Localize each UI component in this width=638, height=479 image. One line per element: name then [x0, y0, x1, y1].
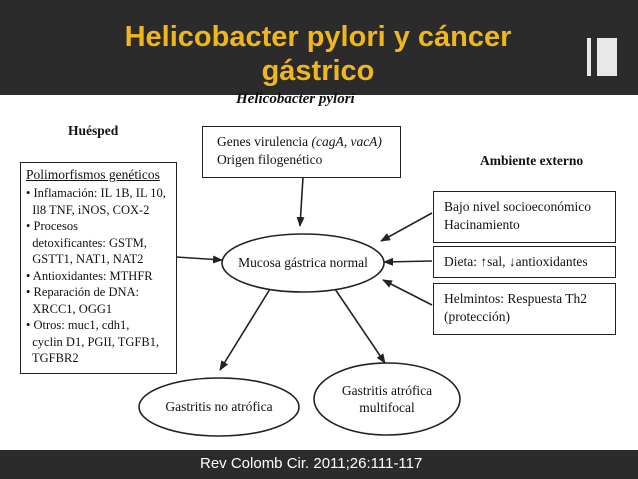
arrow-mucosa-to-atrophic — [334, 288, 386, 364]
socioeconomic-line2: Hacinamiento — [444, 217, 520, 232]
host-factor-line: • Reparación de DNA: — [26, 285, 140, 299]
host-factor-line: • Antioxidantes: MTHFR — [26, 268, 153, 283]
virulence-line2: Origen filogenético — [217, 152, 323, 167]
outcome-right-line1: Gastritis atrófica — [341, 383, 433, 398]
decorative-bar-thick — [597, 38, 617, 76]
arrow-socio-to-mucosa — [380, 212, 433, 242]
outcome-left-shape — [138, 377, 300, 437]
outcome-right-shape — [313, 362, 461, 436]
environment-label: Ambiente externo — [480, 153, 584, 168]
center-node-shape — [221, 233, 385, 293]
helminth-box: Helmintos: Respuesta Th2 (protección) — [433, 283, 616, 335]
host-factor-line: • Procesos — [26, 219, 78, 233]
socioeconomic-box: Bajo nivel socioeconómico Hacinamiento — [433, 191, 616, 243]
arrow-helminth-to-mucosa — [382, 279, 433, 306]
citation: Rev Colomb Cir. 2011;26:111-117 — [200, 455, 423, 472]
host-factor-line: • Otros: muc1, cdh1, — [26, 318, 130, 332]
slide-title: Helicobacter pylori y cáncer gástrico — [124, 21, 512, 87]
center-node-label: Mucosa gástrica normal — [238, 255, 368, 270]
host-factor-line: detoxificantes: GSTM, — [26, 235, 147, 250]
outcome-left-label: Gastritis no atrófica — [165, 399, 273, 414]
decorative-bar-thin — [587, 38, 591, 76]
virulence-box: Genes virulencia (cagA, vacA) Origen fil… — [202, 126, 401, 178]
host-factor-line: Il8 TNF, iNOS, COX-2 — [26, 202, 150, 217]
host-factors-heading: Polimorfismos genéticos — [26, 167, 160, 182]
diet-text: Dieta: ↑sal, ↓antioxidantes — [444, 254, 588, 269]
diet-box: Dieta: ↑sal, ↓antioxidantes — [433, 246, 616, 278]
host-factor-line: GSTT1, NAT1, NAT2 — [26, 252, 144, 266]
arrow-host-to-mucosa — [175, 255, 223, 264]
arrow-virulence-to-mucosa — [296, 176, 305, 227]
socioeconomic-line1: Bajo nivel socioeconómico — [444, 199, 591, 214]
host-factor-line: XRCC1, OGG1 — [26, 301, 113, 316]
diagram-subtitle: Helicobacter pylori — [236, 91, 355, 107]
footer-bar — [0, 450, 638, 479]
host-factor-line: TGFBR2 — [26, 351, 79, 365]
host-factor-line: • Inflamación: IL 1B, IL 10, — [26, 186, 166, 200]
outcome-right-line2: multifocal — [359, 400, 415, 415]
host-label: Huésped — [68, 123, 119, 138]
virulence-line1: Genes virulencia (cagA, vacA) — [217, 134, 382, 149]
host-factors-box: Polimorfismos genéticos • Inflamación: I… — [20, 162, 177, 374]
title-bar — [0, 0, 638, 95]
host-factor-line: cyclin D1, PGII, TGFB1, — [26, 334, 160, 349]
helminth-line1: Helmintos: Respuesta Th2 — [444, 291, 587, 306]
arrow-mucosa-to-nonatrophic — [219, 288, 271, 371]
helminth-line2: (protección) — [444, 309, 510, 324]
arrow-diet-to-mucosa — [383, 257, 433, 266]
